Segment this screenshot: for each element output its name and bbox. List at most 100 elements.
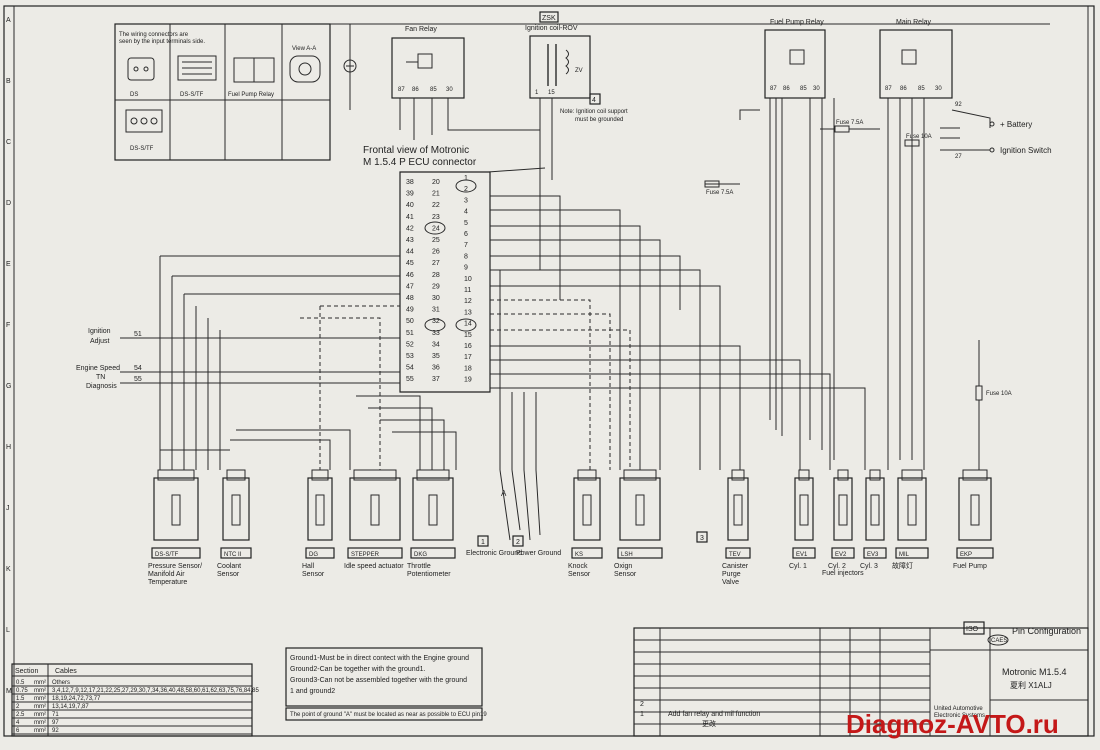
cable-unit: mm² — [34, 688, 46, 694]
cable-list: 18,19,24,72,73,77 — [52, 696, 101, 702]
ecu-pin-13: 13 — [464, 309, 472, 316]
ecu-pin-10: 10 — [464, 276, 472, 283]
row-label-K: K — [6, 566, 11, 573]
left-inputs: Ignition Adjust 51 Engine Speed 54 TN Di… — [76, 328, 400, 390]
doc-subtitle: 夏利 X1ALJ — [1010, 680, 1052, 690]
ecu-pin-31: 31 — [432, 307, 440, 314]
fan-motor — [343, 24, 357, 110]
row-label-A: A — [6, 17, 11, 24]
component-code: MIL — [899, 552, 910, 558]
component-code: EV1 — [796, 552, 808, 558]
ignition-pin-1: 1 — [535, 90, 539, 96]
row-label-L: L — [6, 627, 10, 634]
fan-relay-pin-86: 86 — [412, 87, 419, 93]
connector-label-nt: DS-S/TF — [180, 92, 204, 98]
component-name: Fuel Pump — [953, 563, 987, 570]
ecu-pin-17: 17 — [464, 354, 472, 361]
doc-title: Motronic M1.5.4 — [1002, 667, 1067, 677]
cable-list: Others — [52, 680, 70, 686]
ecu-pin-14: 14 — [464, 321, 472, 328]
fuse-3: Fuse 7.5A — [706, 190, 733, 196]
row-label-B: B — [6, 78, 11, 85]
main-relay-pin-85: 85 — [918, 86, 925, 92]
component-name: Sensor — [614, 571, 637, 578]
ecu-pin-33: 33 — [432, 330, 440, 337]
ground-3-num: 3 — [700, 535, 704, 542]
fuel-injectors-label: Fuel injectors — [822, 570, 864, 577]
ignition-adjust-label: Ignition — [88, 328, 111, 335]
wiring-network — [159, 98, 980, 470]
cable-unit: mm² — [34, 712, 46, 718]
ecu-pin-48: 48 — [406, 295, 414, 302]
main-relay-title: Main Relay — [896, 19, 932, 26]
cable-section: 6 — [16, 728, 20, 734]
fuse-1: Fuse 7.5A — [836, 120, 863, 126]
iso-label: ISO — [966, 626, 979, 633]
revision-1-num: 1 — [640, 711, 644, 718]
ecu-pin-26: 26 — [432, 249, 440, 256]
fuel-relay-pin-86: 86 — [783, 86, 790, 92]
pin-configuration-label: Pin Configuration — [1012, 626, 1081, 636]
ecu-pin-5: 5 — [464, 220, 468, 227]
ecu-pin-9: 9 — [464, 265, 468, 272]
ecu-connector: Frontal view of Motronic M 1.5.4 P ECU c… — [363, 145, 546, 393]
ecu-pin-19: 19 — [464, 377, 472, 384]
row-label-G: G — [6, 383, 11, 390]
connector-label-ds2: DS-S/TF — [130, 146, 154, 152]
connector-label-relay: Fuel Pump Relay — [228, 92, 274, 98]
ecu-pin-21: 21 — [432, 191, 440, 198]
ecu-title-1: Frontal view of Motronic — [363, 145, 469, 156]
cable-list: 71 — [52, 712, 59, 718]
main-relay-pin-86: 86 — [900, 86, 907, 92]
component-name: Cyl. 3 — [860, 563, 878, 570]
ignition-coil: ZSK Ignition coil-ROV ZV 1 15 4 Note: Ig… — [525, 11, 628, 270]
cable-unit: mm² — [34, 728, 46, 734]
component-code: NTC II — [224, 552, 242, 558]
component-name: Idle speed actuator — [344, 563, 404, 570]
main-relay-pin-30: 30 — [935, 86, 942, 92]
component-code: DG — [309, 552, 318, 558]
component-code: TEV — [729, 552, 741, 558]
connector-label-view: View A-A — [292, 46, 316, 52]
component-name: Purge — [722, 571, 741, 578]
component-code: EV3 — [867, 552, 879, 558]
connector-legend: The wiring connectors are seen by the in… — [114, 23, 331, 161]
cable-list: 92 — [52, 728, 59, 734]
ecu-pin-50: 50 — [406, 318, 414, 325]
ecu-pin-53: 53 — [406, 353, 414, 360]
ecu-pin-52: 52 — [406, 341, 414, 348]
fan-relay: Fan Relay 87 86 85 30 — [391, 26, 540, 140]
component-name: Hall — [302, 563, 315, 570]
ecu-pin-8: 8 — [464, 253, 468, 260]
ecu-pin-54: 54 — [406, 365, 414, 372]
ecu-pin-39: 39 — [406, 191, 414, 198]
cable-unit: mm² — [34, 720, 46, 726]
cable-header-cables: Cables — [55, 668, 77, 675]
ecu-pin-27: 27 — [432, 260, 440, 267]
note-4: 1 and ground2 — [290, 688, 335, 695]
ecu-pin-45: 45 — [406, 260, 414, 267]
component-name: Valve — [722, 579, 739, 586]
fuses: Fuse 7.5A Fuse 10A Fuse 7.5A Fuse 10A — [704, 120, 1012, 401]
row-label-F: F — [6, 322, 10, 329]
ignition-switch-pin: 27 — [955, 154, 962, 160]
ecu-pin-16: 16 — [464, 343, 472, 350]
battery-pin: 92 — [955, 102, 962, 108]
power-inputs: 92 + Battery 27 Ignition Switch — [940, 102, 1052, 160]
ignition-code: ZSK — [542, 15, 556, 22]
component-code: DKG — [414, 552, 427, 558]
revision-1-text: Add fan relay and mil function — [668, 711, 760, 718]
cable-section: 2.5 — [16, 712, 25, 718]
ecu-pin-43: 43 — [406, 237, 414, 244]
